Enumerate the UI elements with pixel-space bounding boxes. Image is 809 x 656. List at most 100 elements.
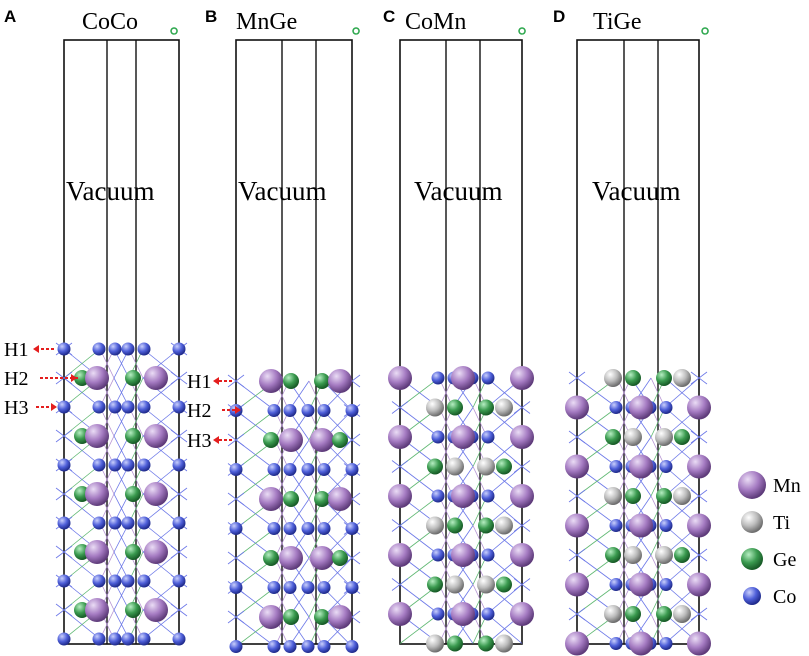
arrowhead-icon (213, 377, 219, 385)
legend-item-co: Co (743, 586, 796, 608)
bond-line (391, 578, 409, 591)
panel-a-title: CoCo (82, 9, 138, 35)
co-atom (283, 404, 297, 417)
co-atom (283, 463, 297, 476)
panel-c-title: CoMn (405, 9, 466, 35)
ge-atom (125, 486, 141, 502)
bond-line (568, 548, 586, 562)
ge-atom (125, 370, 141, 386)
panel-b-axis-marker (352, 27, 360, 35)
panel-c-axis-marker (518, 27, 526, 35)
panel-c-vacuum-label: Vacuum (414, 176, 502, 206)
co-atom (92, 400, 106, 414)
co-atom (137, 342, 151, 356)
ge-atom (656, 370, 672, 386)
mn-atom (687, 631, 711, 656)
panel-a-axis-marker (170, 27, 178, 35)
co-atom (301, 581, 315, 594)
ge-atom (332, 432, 348, 448)
ge-atom (447, 399, 463, 416)
bond-line (664, 554, 700, 585)
bond-line (690, 548, 708, 562)
marker-h1-label: H1 (187, 371, 211, 393)
marker-h3-label: H3 (187, 430, 211, 452)
co-atom (229, 640, 243, 653)
mn-atom (629, 631, 653, 656)
co-atom (92, 516, 106, 530)
co-atom (229, 522, 243, 535)
ge-atom (314, 491, 330, 507)
co-atom (92, 632, 106, 646)
mn-atom (310, 428, 334, 452)
ti-atom (495, 634, 513, 653)
mn-atom (388, 366, 412, 390)
panel-b-vacuum-label: Vacuum (238, 176, 326, 206)
co-atom (317, 581, 331, 594)
co-atom (609, 401, 623, 414)
marker-h2-label: H2 (187, 400, 211, 422)
mn-atom (259, 605, 283, 629)
bond-line (55, 429, 73, 443)
mn-atom (565, 572, 589, 597)
ti-atom (604, 487, 622, 505)
bond-line (664, 377, 700, 408)
co-atom (92, 574, 106, 588)
ti-atom (495, 516, 513, 535)
co-atom (108, 632, 122, 646)
co-atom (57, 632, 71, 646)
bond-line (568, 489, 586, 503)
ge-atom (314, 373, 330, 389)
co-atom (481, 371, 495, 385)
ti-atom (604, 369, 622, 387)
ti-atom (624, 428, 642, 446)
co-atom (609, 637, 623, 650)
mn-atom (328, 605, 352, 629)
ti-atom (655, 428, 673, 446)
arrowhead-icon (33, 345, 39, 353)
ge-atom (605, 547, 621, 563)
co-atom (345, 404, 359, 417)
bond-line (227, 610, 245, 624)
ti-atom-icon (741, 511, 763, 533)
co-atom (267, 640, 281, 653)
ti-atom (426, 634, 444, 653)
co-atom (108, 516, 122, 530)
mn-atom (451, 602, 475, 626)
mn-atom (687, 572, 711, 597)
mn-atom (85, 424, 109, 448)
mn-atom (259, 369, 283, 393)
bond-line (513, 519, 531, 532)
co-atom (57, 516, 71, 530)
mn-atom (85, 540, 109, 564)
bond-line (170, 487, 188, 501)
bond-line (486, 584, 523, 615)
mn-atom (388, 602, 412, 626)
co-atom (57, 400, 71, 414)
ge-atom (447, 635, 463, 652)
co-atom (345, 581, 359, 594)
mn-atom (510, 543, 534, 567)
co-atom (301, 640, 315, 653)
co-atom (172, 516, 186, 530)
arrowhead-icon (71, 374, 77, 382)
ge-atom (447, 517, 463, 534)
mn-atom (629, 395, 653, 420)
legend-item-ti: Ti (741, 511, 791, 534)
panel-a-layer-markers: H1 H2 H3 (4, 339, 78, 419)
co-atom (431, 548, 445, 562)
bond-line (55, 487, 73, 501)
bond-line (391, 460, 409, 473)
panel-c-letter: C (383, 7, 395, 26)
panel-a-slab (55, 342, 188, 646)
panel-d-axis-marker (701, 27, 709, 35)
co-atom (267, 463, 281, 476)
co-atom (121, 458, 135, 472)
bond-line (227, 433, 245, 447)
co-atom (317, 404, 331, 417)
ge-atom (314, 609, 330, 625)
ge-atom (625, 488, 641, 504)
ge-atom (478, 635, 494, 652)
legend: Mn Ti Ge Co (738, 471, 801, 608)
co-atom (92, 458, 106, 472)
ti-atom (624, 546, 642, 564)
